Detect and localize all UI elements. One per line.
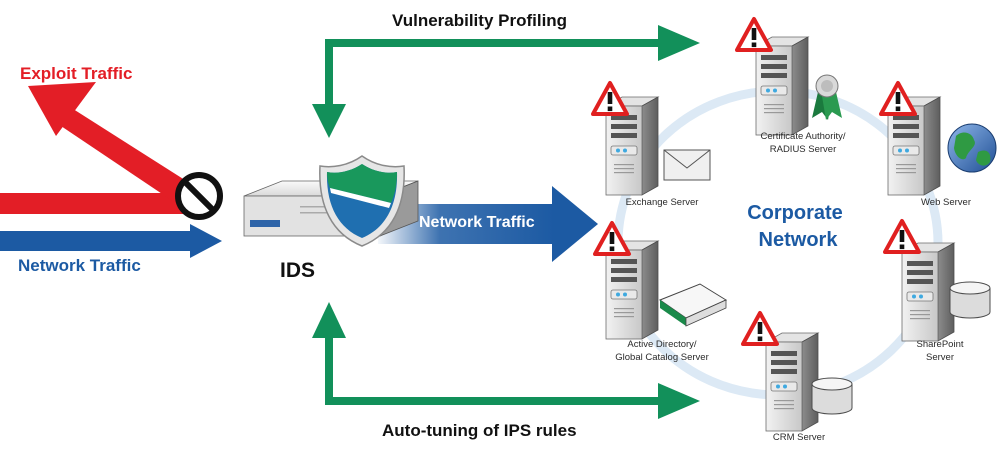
- certificate-authority-label-line2: RADIUS Server: [769, 144, 837, 155]
- network-traffic-left-label: Network Traffic: [18, 256, 141, 275]
- web-server-label: Web Server: [921, 197, 971, 208]
- ribbon-icon: [812, 74, 842, 120]
- web-server: [879, 81, 997, 196]
- globe-icon: [947, 123, 997, 173]
- network-traffic-left-arrow: [0, 224, 222, 258]
- corporate-network-title-line2: Network: [758, 229, 838, 251]
- network-traffic-center-label: Network Traffic: [419, 214, 535, 231]
- vulnerability-profiling-label: Vulnerability Profiling: [392, 11, 568, 30]
- exploit-traffic-label: Exploit Traffic: [20, 64, 133, 83]
- auto-tuning-arrow: [312, 302, 700, 419]
- auto-tuning-label: Auto-tuning of IPS rules: [382, 421, 577, 440]
- certificate-authority-server: [735, 17, 842, 136]
- database-icon: [811, 377, 853, 415]
- certificate-authority-label-line1: Certificate Authority/: [760, 131, 846, 142]
- exploit-traffic-arrow: [0, 82, 198, 218]
- shield-icon: [319, 155, 405, 247]
- crm-server: [741, 311, 853, 432]
- active-directory-server: [593, 221, 728, 340]
- database-icon: [949, 281, 991, 319]
- sharepoint-label-line2: Server: [926, 352, 954, 363]
- vulnerability-profiling-arrow: [312, 25, 700, 138]
- corporate-network-title-line1: Corporate: [747, 202, 843, 224]
- crm-server-label: CRM Server: [772, 432, 826, 443]
- exchange-server-label: Exchange Server: [625, 197, 699, 208]
- active-directory-label-line1: Active Directory/: [627, 339, 697, 350]
- exchange-server: [591, 81, 711, 196]
- active-directory-label-line2: Global Catalog Server: [615, 352, 709, 363]
- ids-label: IDS: [280, 259, 316, 282]
- sharepoint-label-line1: SharePoint: [916, 339, 964, 350]
- no-entry-icon: [175, 172, 223, 220]
- envelope-icon: [663, 149, 711, 181]
- book-icon: [658, 283, 728, 327]
